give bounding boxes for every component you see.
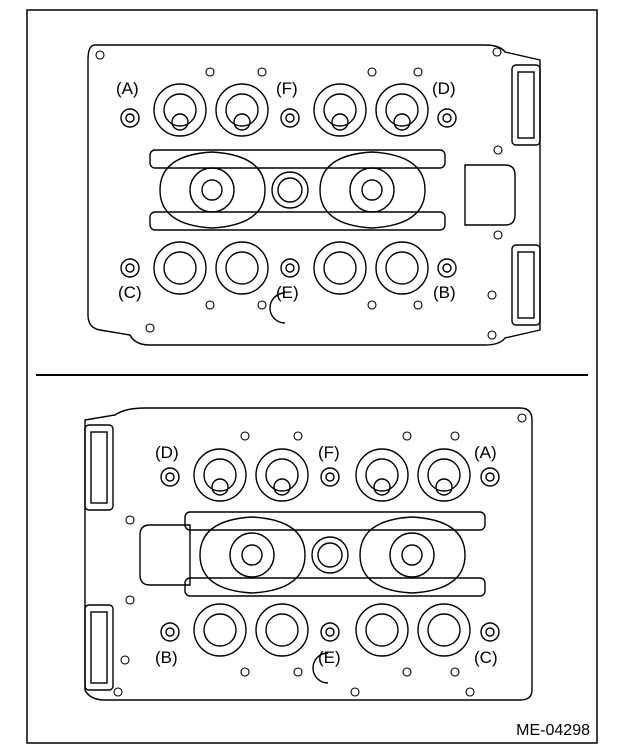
top-cylinder-head	[87, 44, 541, 346]
bottom-label-d: (D)	[155, 443, 179, 462]
bottom-label-a: (A)	[474, 443, 497, 462]
figure-code: ME-04298	[516, 722, 590, 739]
bottom-label-e: (E)	[318, 648, 341, 667]
figure-frame	[26, 9, 598, 744]
top-label-d: (D)	[432, 79, 456, 98]
bottom-label-f: (F)	[318, 443, 340, 462]
top-label-b: (B)	[433, 283, 456, 302]
top-label-a: (A)	[116, 79, 139, 98]
bottom-label-c: (C)	[474, 648, 498, 667]
bottom-label-b: (B)	[155, 648, 178, 667]
bottom-cylinder-head	[84, 407, 533, 701]
top-label-e: (E)	[276, 283, 299, 302]
bottom-view-labels: (D) (F) (A) (B) (E) (C)	[155, 443, 498, 667]
top-label-c: (C)	[118, 283, 142, 302]
top-label-f: (F)	[276, 79, 298, 98]
top-view-labels: (A) (F) (D) (C) (E) (B)	[116, 79, 456, 302]
